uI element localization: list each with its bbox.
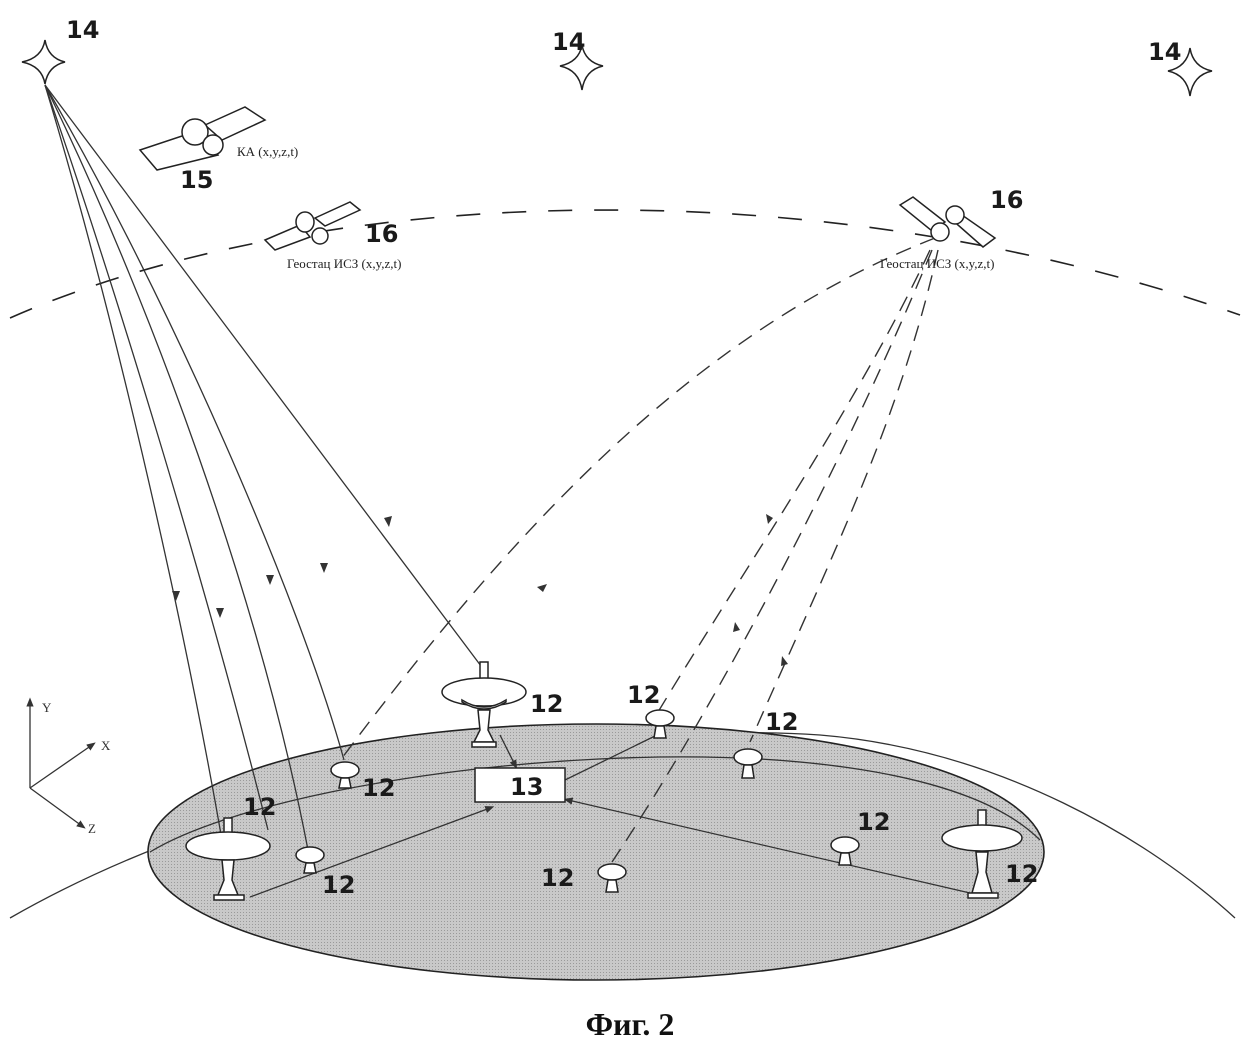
star-icon-right [1167, 47, 1213, 97]
station-label: 12 [857, 808, 890, 836]
station-label: 12 [541, 864, 574, 892]
star-label-left: 14 [66, 16, 99, 44]
figure-caption: Фиг. 2 [586, 1006, 675, 1042]
axis-x-label: X [101, 738, 111, 753]
geo-satellite-text-left: Геостац ИСЗ (x,y,z,t) [287, 256, 401, 271]
geo-orbit [9, 209, 1241, 319]
station-label: 12 [530, 690, 563, 718]
spacecraft-number: 15 [180, 166, 213, 194]
star-signal-lines [44, 84, 485, 851]
large-antenna-icon-right [941, 809, 1023, 899]
processing-center-box [474, 767, 566, 803]
geo-satellite-icon-left [263, 201, 362, 251]
coordinate-axes [26, 697, 96, 829]
network-links [249, 734, 971, 898]
large-antenna-icon-center [441, 661, 527, 748]
station-label: 12 [765, 708, 798, 736]
star-label-right: 14 [1148, 38, 1181, 66]
star-label-center: 14 [552, 28, 585, 56]
geo-satellite-text-right: Геостац ИСЗ (x,y,z,t) [880, 256, 994, 271]
station-label: 12 [322, 871, 355, 899]
spacecraft-text: КА (x,y,z,t) [237, 144, 298, 159]
star-line-arrows [172, 516, 392, 618]
station-label: 12 [627, 681, 660, 709]
station-label: 12 [1005, 860, 1038, 888]
geo-line-arrows [537, 514, 788, 666]
star-icon-left [21, 39, 66, 85]
processing-center-label: 13 [510, 773, 543, 801]
axis-z-label: Z [88, 821, 96, 836]
station-label: 12 [362, 774, 395, 802]
geo-satellite-number-right: 16 [990, 186, 1023, 214]
area-rim [149, 756, 1041, 853]
spacecraft-icon [138, 106, 267, 171]
service-area [147, 723, 1045, 981]
star-icon-center [559, 44, 604, 91]
axis-y-label: Y [42, 700, 52, 715]
station-label: 12 [243, 793, 276, 821]
small-antenna-icon [295, 709, 860, 893]
geo-satellite-number-left: 16 [365, 220, 398, 248]
large-antenna-icon-left [185, 817, 271, 901]
geo-satellite-icon-right [898, 196, 997, 248]
geo-signal-lines [341, 237, 939, 863]
